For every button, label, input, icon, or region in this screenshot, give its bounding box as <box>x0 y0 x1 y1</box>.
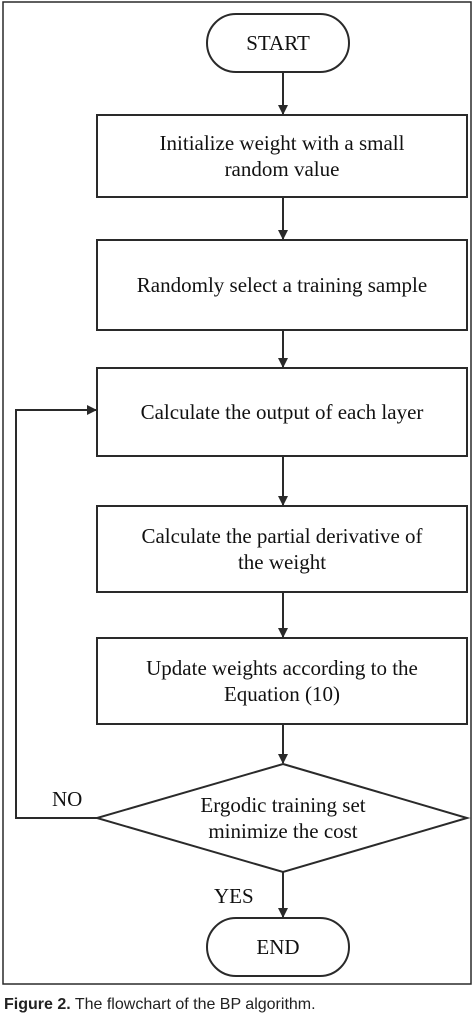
decision-label: Ergodic training set minimize the cost <box>200 793 366 843</box>
step-2-label: Randomly select a training sample <box>136 273 428 297</box>
step-4-label: Calculate the partial derivative of the … <box>141 524 423 574</box>
start-terminal <box>206 13 350 73</box>
caption-text: The flowchart of the BP algorithm. <box>74 996 316 1013</box>
no-label: NO <box>52 787 83 811</box>
step-1-label: Initialize weight with a small random va… <box>159 131 405 181</box>
step-5-label: Update weights according to the Equation… <box>146 656 418 706</box>
yes-label: YES <box>214 884 254 908</box>
caption-prefix: Figure 2. <box>4 996 71 1013</box>
arrow-no-loop <box>15 405 97 819</box>
figure-frame <box>2 1 472 985</box>
step-2-box <box>96 239 468 331</box>
figure-caption: Figure 2. The flowchart of the BP algori… <box>4 996 316 1014</box>
step-3-box <box>96 367 468 457</box>
start-label: START <box>246 31 310 55</box>
end-terminal <box>206 917 350 977</box>
step-3-label: Calculate the output of each layer <box>140 400 424 424</box>
end-label: END <box>256 935 300 959</box>
step-1-box <box>96 114 468 198</box>
step-5-box <box>96 637 468 725</box>
